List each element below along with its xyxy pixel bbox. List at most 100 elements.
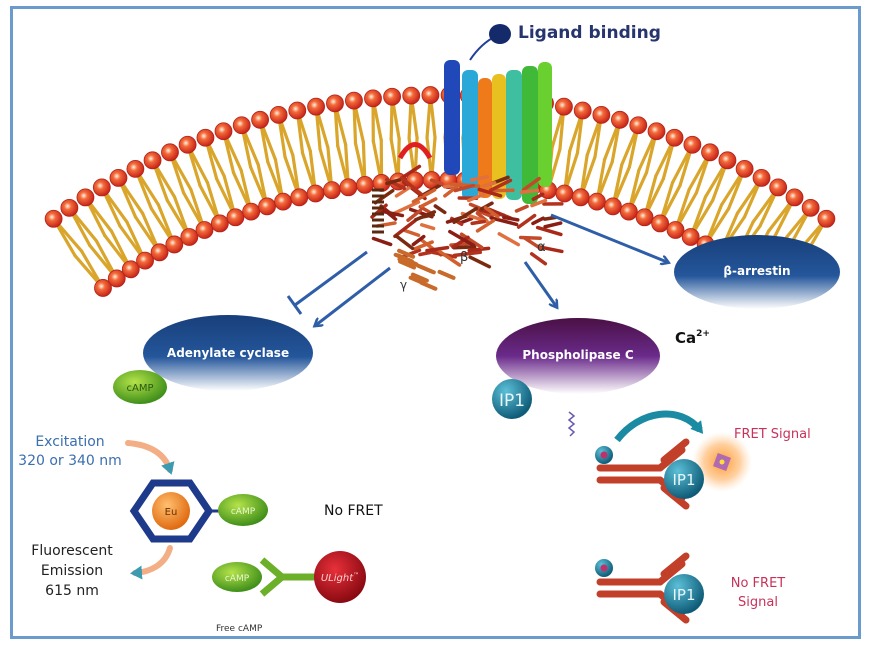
g-protein-strand — [522, 176, 541, 192]
lipid-head-outer — [555, 97, 573, 116]
energy-transfer-arrow — [614, 410, 704, 443]
ip1-messenger — [492, 379, 532, 419]
g-protein-strand — [535, 225, 563, 237]
lipid-head-inner — [588, 192, 606, 211]
donor-bottom-core — [600, 564, 608, 572]
g-protein-strand — [489, 216, 519, 227]
helix-tm6 — [522, 66, 538, 204]
lipid-head-outer — [735, 159, 754, 178]
gamma-subunit-strand — [398, 256, 417, 267]
g-protein-strand — [529, 252, 548, 266]
lipid-head-outer — [214, 122, 233, 141]
lipid-head-inner — [290, 188, 309, 207]
antibody-chain — [656, 446, 686, 472]
inhibition-bar — [286, 295, 303, 315]
g-protein-strand — [419, 197, 438, 208]
g-protein-strand — [480, 201, 494, 211]
helix-tm4 — [492, 74, 506, 199]
lipid-head-inner — [681, 228, 700, 246]
g-protein-strand — [519, 188, 540, 195]
g-protein-strand — [385, 178, 402, 186]
lipid-head-outer — [126, 159, 145, 178]
lipid-tails — [277, 113, 301, 199]
lipid-head-inner — [94, 279, 112, 297]
inhibition-arrow-gi — [294, 250, 368, 307]
lipid-head-outer — [196, 128, 215, 147]
free-camp — [212, 562, 262, 592]
helix-tm1 — [444, 60, 460, 175]
donor-top-core — [600, 451, 608, 459]
g-protein-strand — [516, 213, 537, 229]
emission-label-line2: Emission — [41, 563, 103, 579]
lipid-head-inner — [274, 192, 292, 211]
g-protein-strand — [537, 245, 564, 254]
g-protein-strand — [466, 192, 486, 203]
g-protein-strand — [411, 234, 426, 247]
lipid-head-outer — [752, 168, 771, 187]
lipid-head-outer — [817, 209, 836, 228]
lipid-head-inner — [226, 208, 245, 227]
lipid-head-outer — [402, 86, 421, 105]
ligand-binding-label: Ligand binding — [518, 23, 661, 43]
antibody-chain — [660, 552, 690, 578]
g-protein-strand — [411, 188, 437, 204]
lipid-head-inner — [210, 214, 229, 233]
helix-tm2 — [462, 70, 478, 200]
lipid-head-outer — [801, 198, 820, 217]
helix-tm3 — [478, 78, 492, 198]
acceptor-core — [719, 459, 725, 465]
g-protein-strand — [468, 255, 492, 269]
g-protein-strand — [502, 215, 520, 222]
gamma-subunit-label: γ — [400, 278, 407, 292]
lipid-tails — [314, 105, 334, 192]
g-protein-strand — [470, 175, 490, 182]
lipid-head-inner — [651, 214, 670, 233]
phospholipase-c-label: Phospholipase C — [522, 348, 633, 362]
activation-arrow-gs — [316, 266, 391, 325]
calcium-label: Ca2+ — [675, 329, 710, 347]
ip1-bound-top-label: IP1 — [672, 471, 695, 489]
lipid-head-inner — [635, 208, 654, 227]
camp-messenger — [113, 370, 167, 404]
g-protein-strand — [400, 176, 424, 197]
lipid-head-inner — [356, 175, 374, 194]
gamma-subunit-strand — [416, 263, 435, 274]
lipid-head-outer — [288, 101, 307, 120]
g-protein-strand — [429, 178, 444, 186]
lipid-head-inner — [107, 269, 126, 288]
lipid-head-outer — [232, 116, 251, 135]
europium-donor — [152, 492, 190, 530]
excitation-label-line2: 320 or 340 nm — [18, 453, 122, 469]
g-protein-strand — [458, 216, 474, 225]
beta-subunit-label: β — [460, 250, 468, 265]
lipid-head-inner — [619, 202, 638, 221]
adenylate-cyclase-label: Adenylate cyclase — [167, 346, 289, 360]
adenylate-cyclase-node — [143, 315, 313, 391]
lipid-head-outer — [60, 198, 79, 217]
g-protein-strand — [452, 245, 477, 250]
phospholipase-c-node — [496, 318, 660, 394]
activation-arrow-arrestin — [550, 213, 667, 262]
lipid-tails — [352, 98, 367, 187]
emission-label-line3: 615 nm — [45, 583, 99, 599]
ip1-htrf-assay: FRET Signal IP1 IP1 No FRET Signal — [567, 410, 811, 624]
free-camp-caption: Free cAMP — [216, 624, 263, 634]
g-protein-strand — [413, 240, 434, 251]
camp-htrf-assay: Excitation 320 or 340 nm Eu cAMP No FRET… — [18, 434, 383, 634]
lipid-head-inner — [180, 228, 199, 246]
lipid-head-outer — [665, 128, 684, 147]
g-protein-strand — [425, 245, 450, 253]
lipid-head-outer — [251, 110, 269, 129]
g-protein-strand — [481, 181, 497, 188]
ip1-bound-bottom — [664, 574, 704, 614]
lipid-head-outer — [421, 86, 440, 104]
emission-label-line1: Fluorescent — [31, 543, 113, 559]
excitation-wave — [567, 411, 576, 437]
fret-signal-label: FRET Signal — [734, 427, 811, 442]
lipid-tails — [425, 93, 437, 182]
lipid-head-outer — [718, 151, 737, 170]
lipid-head-outer — [592, 105, 611, 124]
lipid-tails — [689, 158, 730, 239]
lipid-head-inner — [604, 197, 622, 216]
lipid-head-outer — [629, 116, 648, 135]
